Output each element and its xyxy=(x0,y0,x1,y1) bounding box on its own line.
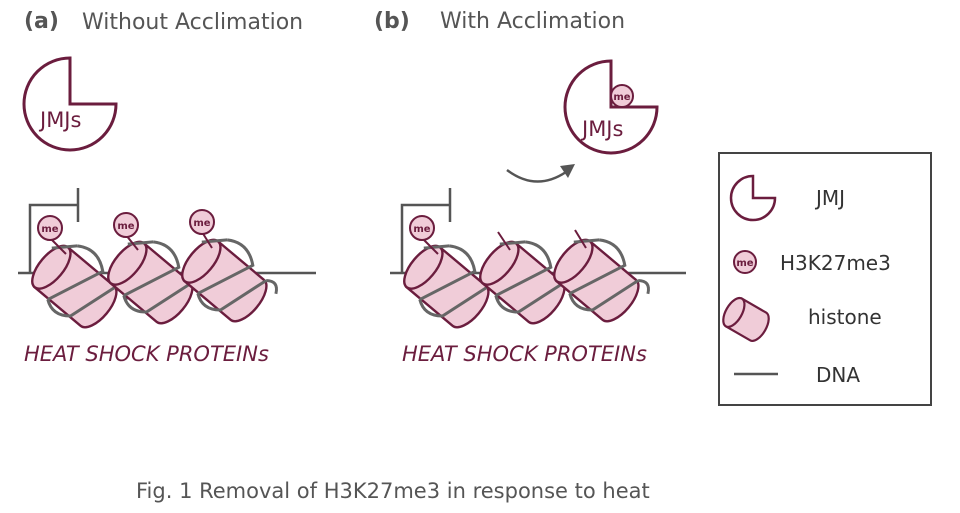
legend-label: DNA xyxy=(816,363,860,387)
legend-label: JMJ xyxy=(814,186,845,210)
methyl-mark-icon: me xyxy=(409,215,439,255)
me-label: me xyxy=(193,218,210,229)
panel-b-gene: me xyxy=(390,188,686,344)
me-label: me xyxy=(736,258,753,269)
panel-b-title: With Acclimation xyxy=(440,9,625,34)
figure-caption: Fig. 1 Removal of H3K27me3 in response t… xyxy=(136,479,650,503)
legend-label: histone xyxy=(808,305,882,329)
methyl-mark-icon: me xyxy=(733,250,757,274)
nucleosome xyxy=(170,222,288,338)
jmj-enzyme-icon xyxy=(563,59,659,155)
methyl-mark-icon: me xyxy=(113,212,139,251)
panel-a-letter: (a) xyxy=(24,9,59,34)
repression-bracket xyxy=(400,188,452,273)
repression-bracket xyxy=(28,188,80,273)
legend-label: H3K27me3 xyxy=(780,251,891,275)
panel-a-title: Without Acclimation xyxy=(82,10,303,35)
me-label: me xyxy=(613,92,630,103)
panel-b-enzyme-label: JMJs xyxy=(580,117,623,141)
me-label: me xyxy=(41,224,58,235)
jmj-enzyme-icon xyxy=(22,56,118,152)
legend: JMJ me H3K27me3 histone DNA xyxy=(718,152,932,406)
methyl-mark-icon: me xyxy=(610,84,634,108)
jmj-enzyme-icon xyxy=(729,174,777,222)
panel-b-gene-label: HEAT SHOCK PROTEINs xyxy=(402,342,647,366)
panel-a-enzyme-label: JMJs xyxy=(38,108,81,132)
curved-arrow-icon xyxy=(506,164,575,183)
histone-tail xyxy=(497,231,511,251)
me-label: me xyxy=(117,221,134,232)
legend-box xyxy=(718,152,932,406)
histone-tail xyxy=(574,229,587,249)
methyl-mark-icon: me xyxy=(189,209,215,249)
nucleosome xyxy=(542,222,660,338)
panel-b-letter: (b) xyxy=(374,9,410,34)
methyl-mark-icon: me xyxy=(37,215,67,255)
panel-a-gene: me me me xyxy=(18,188,316,344)
panel-a-gene-label: HEAT SHOCK PROTEINs xyxy=(24,342,269,366)
histone-icon xyxy=(722,296,770,342)
me-label: me xyxy=(413,224,430,235)
